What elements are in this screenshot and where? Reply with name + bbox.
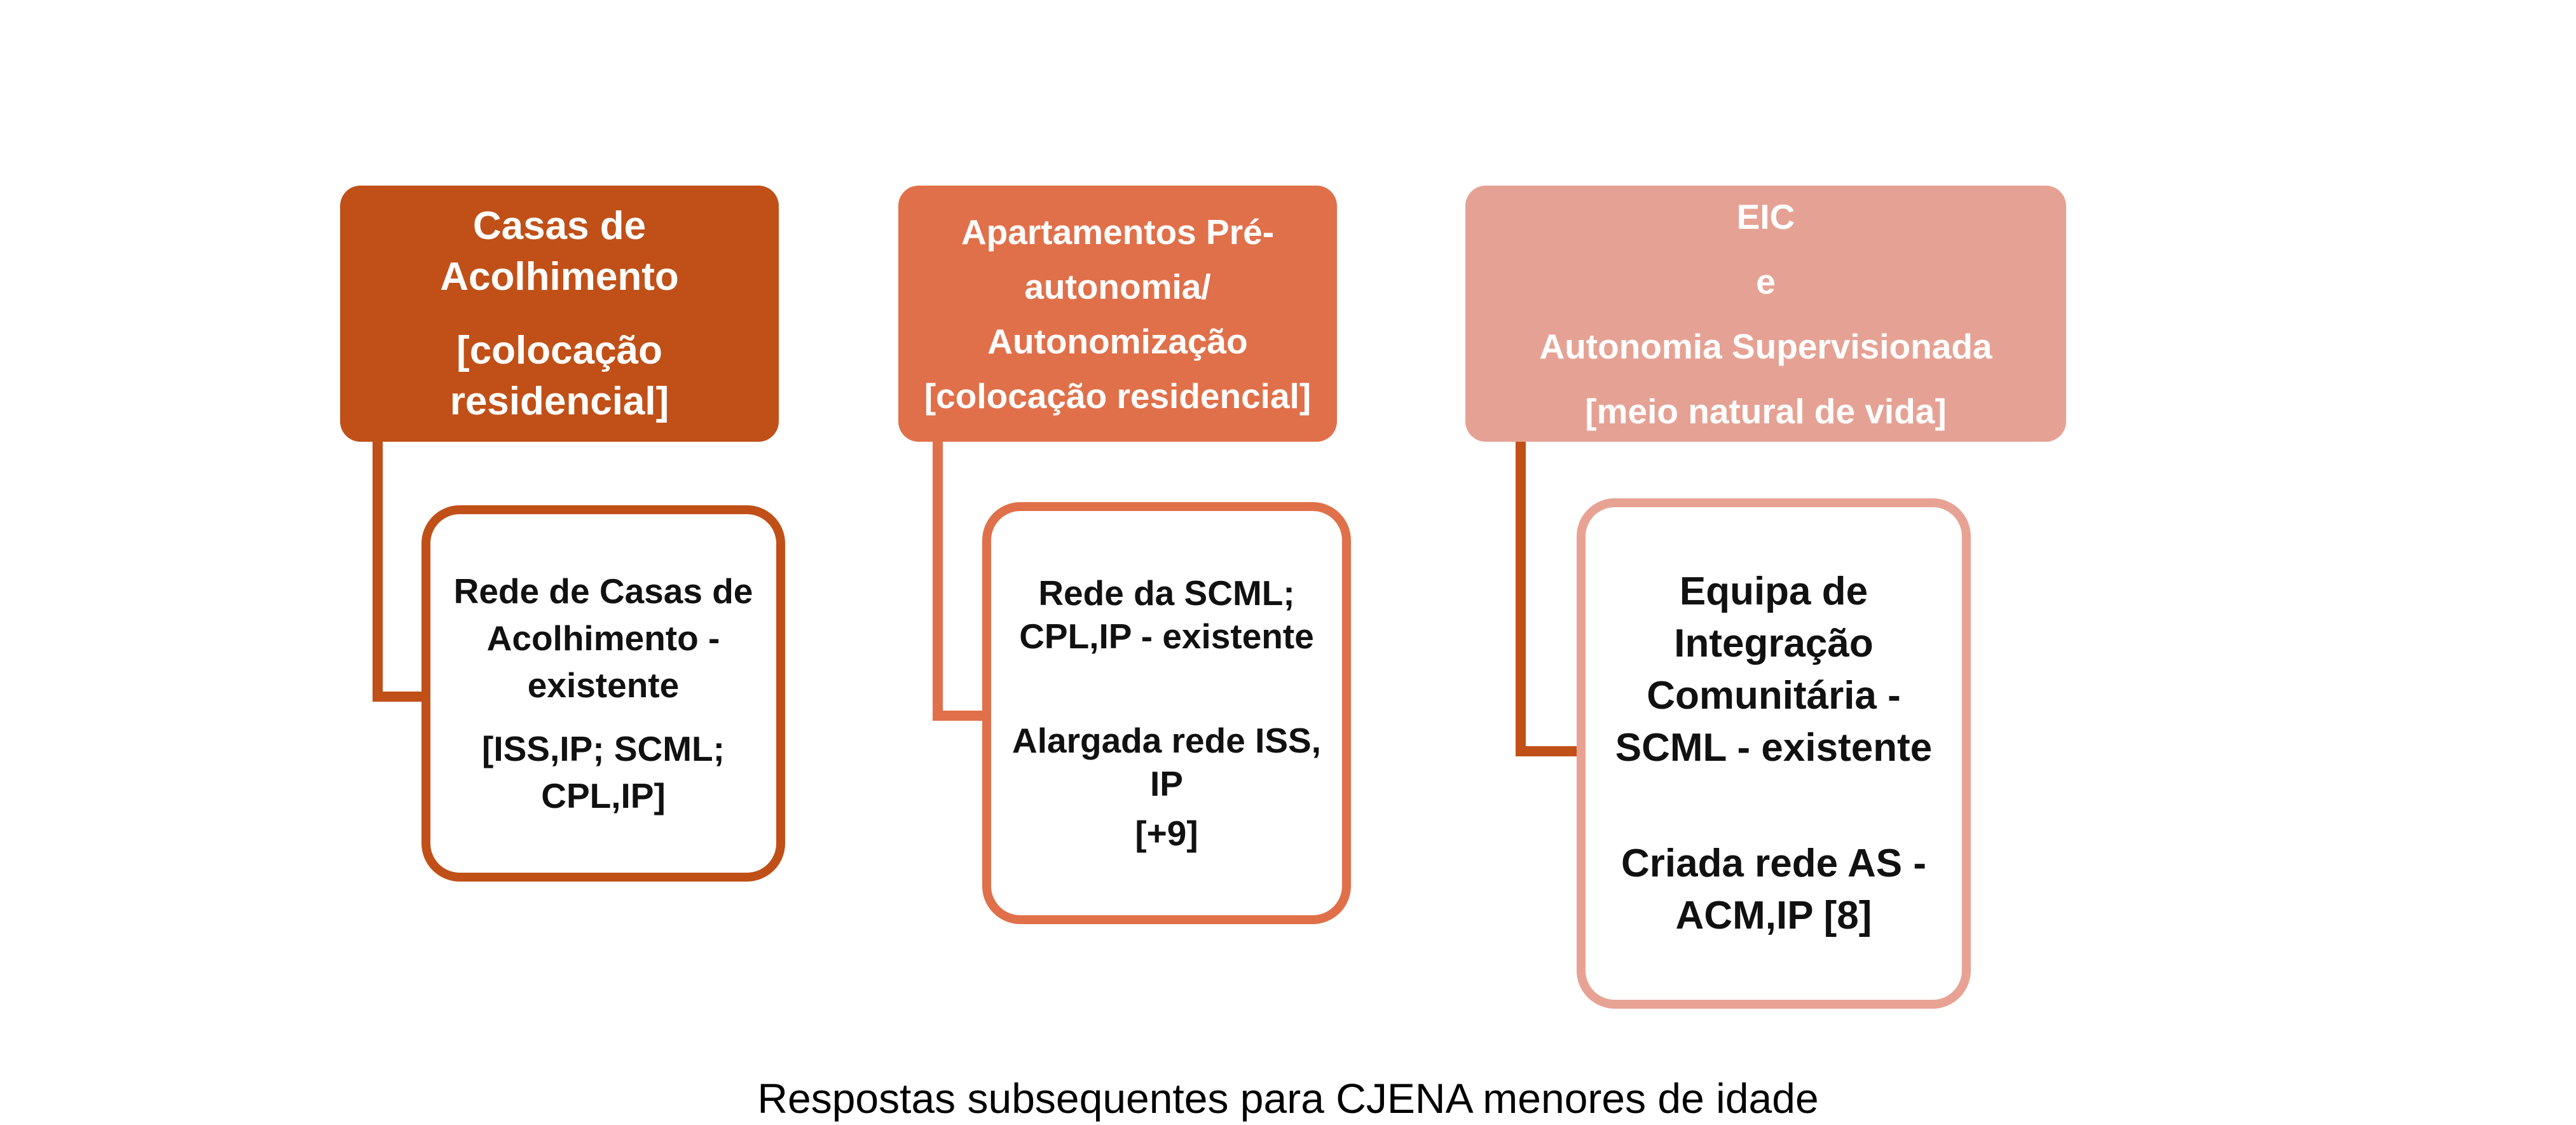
box-line: Equipa de: [1679, 569, 1868, 613]
box-line: CPL,IP - existente: [1019, 617, 1314, 656]
header-line: [colocação residencial]: [924, 376, 1312, 416]
box-rede-scml: Rede da SCML; CPL,IP - existente Alargad…: [982, 502, 1351, 924]
header-line: [colocação: [456, 328, 662, 372]
box-line: IP: [1150, 764, 1183, 803]
box-line: SCML - existente: [1615, 725, 1933, 770]
caption: Respostas subsequentes para CJENA menore…: [757, 1075, 1819, 1122]
header-line: Autonomização: [987, 321, 1248, 361]
header-line: Casas de: [472, 203, 647, 248]
header-eic-autonomia-supervisionada: EIC e Autonomia Supervisionada [meio nat…: [1465, 186, 2066, 442]
header-line: EIC: [1736, 196, 1795, 236]
box-line: Criada rede AS -: [1620, 841, 1927, 885]
connector-casas-acolhimento: [373, 442, 431, 702]
box-line: Acolhimento -: [486, 618, 720, 658]
box-line: Rede da SCML;: [1038, 573, 1295, 613]
header-line: Apartamentos Pré-: [961, 212, 1275, 252]
connector-eic: [1516, 442, 1586, 756]
box-line: Alargada rede ISS,: [1011, 721, 1322, 760]
connector-apartamentos: [933, 442, 991, 721]
header-line: e: [1756, 261, 1776, 301]
box-line: Rede de Casas de: [453, 571, 753, 611]
box-line: CPL,IP]: [541, 776, 666, 815]
header-line: autonomia/: [1024, 266, 1211, 306]
box-rede-casas-acolhimento: Rede de Casas de Acolhimento - existente…: [421, 505, 785, 882]
header-line: Autonomia Supervisionada: [1539, 326, 1992, 366]
box-equipa-integracao: Equipa de Integração Comunitária - SCML …: [1577, 498, 1971, 1009]
header-apartamentos-pre-autonomia: Apartamentos Pré- autonomia/ Autonomizaç…: [898, 186, 1337, 442]
box-line: [ISS,IP; SCML;: [482, 729, 725, 768]
box-line: existente: [527, 665, 680, 705]
header-line: [meio natural de vida]: [1585, 391, 1947, 431]
header-line: Acolhimento: [440, 254, 679, 299]
header-casas-acolhimento: Casas de Acolhimento [colocação residenc…: [340, 186, 779, 442]
box-line: ACM,IP [8]: [1675, 893, 1872, 938]
box-line: [+9]: [1135, 814, 1198, 853]
box-line: Comunitária -: [1647, 673, 1901, 718]
header-line: residencial]: [449, 379, 669, 423]
box-line: Integração: [1674, 621, 1874, 665]
